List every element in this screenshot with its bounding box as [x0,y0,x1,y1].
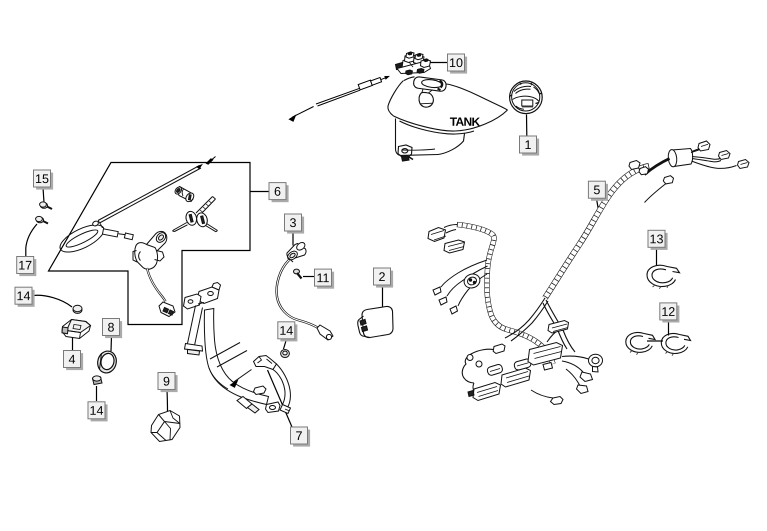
svg-text:4: 4 [68,352,75,366]
svg-text:10: 10 [449,56,463,70]
svg-text:15: 15 [35,172,49,186]
svg-text:6: 6 [274,185,281,199]
svg-text:14: 14 [90,404,104,418]
svg-text:13: 13 [650,232,664,246]
svg-text:TANK: TANK [450,115,481,129]
svg-text:1: 1 [524,138,531,152]
svg-text:5: 5 [593,183,600,197]
svg-text:2: 2 [378,270,385,284]
svg-text:7: 7 [295,429,302,443]
svg-text:14: 14 [17,289,31,303]
svg-text:12: 12 [661,305,675,319]
svg-text:11: 11 [316,271,329,285]
svg-text:9: 9 [163,374,170,388]
svg-text:8: 8 [107,320,114,334]
svg-text:3: 3 [289,216,296,230]
svg-text:14: 14 [279,324,293,338]
svg-text:17: 17 [18,258,32,272]
